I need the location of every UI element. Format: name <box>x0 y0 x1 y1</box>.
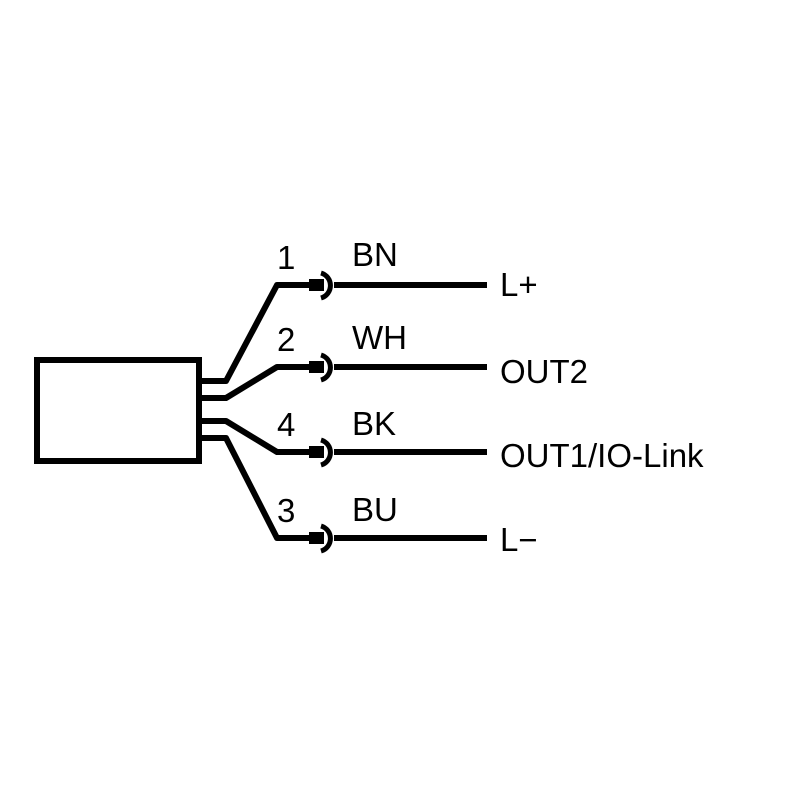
wire-3-pin <box>309 532 324 544</box>
wire-1-socket <box>320 270 333 301</box>
wire-3-signal: L− <box>500 521 538 558</box>
wire-4-signal: OUT1/IO-Link <box>500 437 704 474</box>
wire-1: 1 BN L+ <box>199 236 538 384</box>
wire-4-pin <box>309 446 324 458</box>
wire-1-lead <box>199 282 313 384</box>
wire-3-pin-number: 3 <box>277 492 295 529</box>
wire-4-lead <box>199 418 313 455</box>
wire-3: 3 BU L− <box>199 435 538 558</box>
wire-3-lead <box>199 435 313 541</box>
wire-2-lead <box>199 364 313 401</box>
wire-4: 4 BK OUT1/IO-Link <box>199 405 704 474</box>
wire-2-pin <box>309 361 324 373</box>
wire-1-pin-number: 1 <box>277 239 295 276</box>
wire-4-color-code: BK <box>352 405 396 442</box>
wire-2: 2 WH OUT2 <box>199 319 588 401</box>
wire-2-signal: OUT2 <box>500 353 588 390</box>
wire-2-pin-number: 2 <box>277 321 295 358</box>
sensor-housing <box>34 357 202 464</box>
wire-1-signal: L+ <box>500 266 538 303</box>
wire-2-socket <box>320 352 333 383</box>
wire-3-socket <box>320 523 333 554</box>
wire-4-pin-number: 4 <box>277 406 295 443</box>
wire-2-color-code: WH <box>352 319 407 356</box>
wire-1-color-code: BN <box>352 236 398 273</box>
wire-3-color-code: BU <box>352 491 398 528</box>
wire-4-socket <box>320 437 333 468</box>
wire-1-pin <box>309 279 324 291</box>
